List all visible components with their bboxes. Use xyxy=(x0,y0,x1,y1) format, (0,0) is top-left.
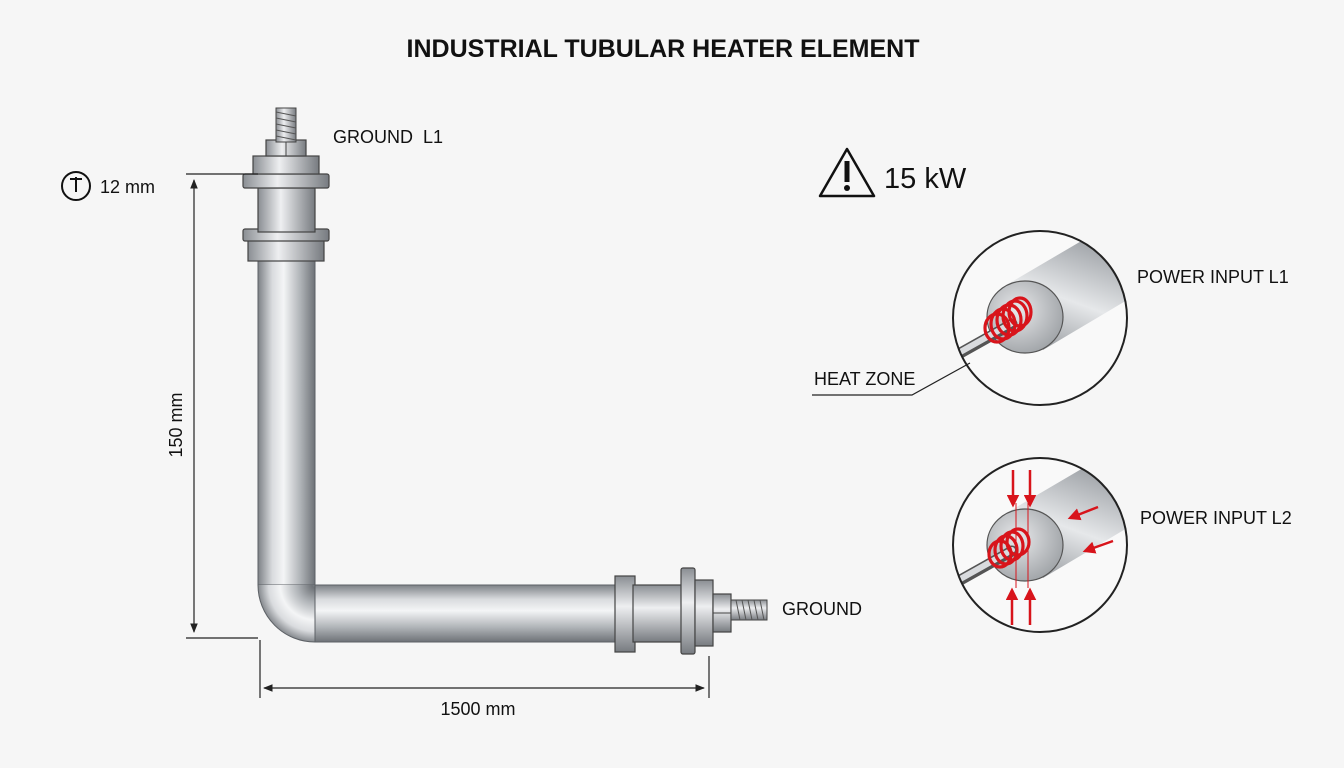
warning-triangle-icon xyxy=(818,147,876,198)
heater-tube xyxy=(257,254,621,643)
ground-l1-label: GROUND L1 xyxy=(333,127,443,147)
length-dimension-label: 1500 mm xyxy=(440,699,515,719)
power-input-l1-label: POWER INPUT L1 xyxy=(1137,267,1289,287)
right-terminal xyxy=(614,567,768,655)
dimension-lines xyxy=(186,173,710,698)
height-dimension-label: 150 mm xyxy=(166,392,186,457)
top-terminal xyxy=(242,107,330,262)
heat-flow-arrows xyxy=(1005,470,1114,625)
power-rating-label: 15 kW xyxy=(884,163,967,195)
ground-label: GROUND xyxy=(782,599,862,619)
detail-view-power-input-l1 xyxy=(952,230,1128,406)
power-input-l2-label: POWER INPUT L2 xyxy=(1140,508,1292,528)
heat-zone-leader xyxy=(812,362,971,396)
diagram-title: INDUSTRIAL TUBULAR HEATER ELEMENT xyxy=(407,35,920,63)
detail-view-power-input-l2 xyxy=(952,457,1128,633)
diameter-label: 12 mm xyxy=(100,177,155,197)
heat-zone-label: HEAT ZONE xyxy=(814,369,915,389)
heat-coil-l1 xyxy=(983,296,1033,344)
heat-coil-l2 xyxy=(987,527,1031,569)
diameter-symbol-icon xyxy=(61,171,91,201)
